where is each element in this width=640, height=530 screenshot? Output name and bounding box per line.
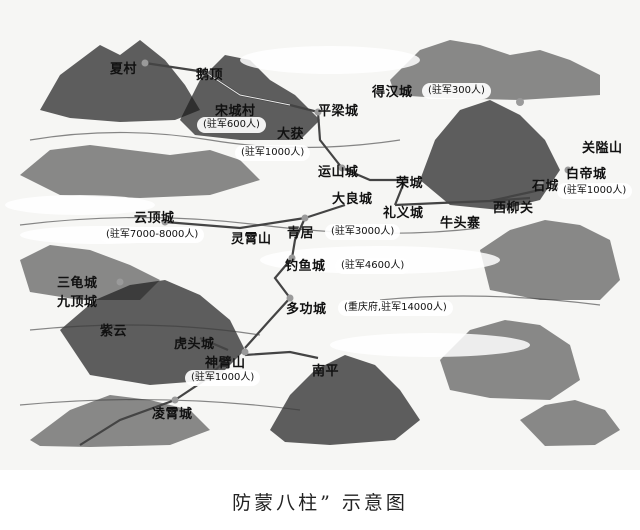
label-niutouzhai: 牛头寨 (440, 216, 481, 231)
garrison-yundingcheng: (驻军7000-8000人) (100, 227, 205, 243)
route-yunshan-rongcheng (341, 166, 405, 182)
marker-qingju (301, 214, 309, 222)
label-rongcheng: 荣城 (396, 176, 424, 191)
label-lingxiaoshan: 灵霄山 (231, 232, 272, 247)
fortress-markers (116, 59, 572, 404)
route-xiacun-eding (144, 61, 206, 74)
garrison-dehancheng: (驻军300人) (422, 83, 491, 99)
garrison-dahuo: (驻军1000人) (235, 145, 311, 161)
marker-diaoyu (288, 254, 296, 262)
mountain-southwest (60, 280, 245, 385)
marker-yunding (161, 218, 169, 226)
route-liyi-xiliu (394, 196, 531, 207)
route-duogong-shenbi (244, 297, 291, 349)
garrison-qingju: (驻军3000人) (325, 224, 401, 240)
label-daliangcheng: 大良城 (332, 192, 373, 207)
mountain-far-southeast (520, 400, 620, 446)
label-shenbishan: 神臂山 (205, 356, 246, 371)
marker-shenbi (241, 348, 249, 356)
label-jiudingcheng: 九顶城 (57, 295, 98, 310)
label-dehancheng: 得汉城 (372, 85, 413, 100)
route-pingliang-yunshan (316, 111, 343, 169)
route-shenbi-nanping (244, 350, 319, 360)
route-qingju-diaoyu (290, 217, 307, 259)
label-baidicheng: 白帝城 (566, 167, 607, 182)
mountain-mid-west (20, 245, 160, 300)
label-zhiyun: 紫云 (100, 324, 128, 339)
garrison-diaoyucheng: (驻军4600人) (335, 258, 411, 274)
label-yundingcheng: 云顶城 (134, 211, 175, 226)
route-rongcheng-liyi (393, 179, 407, 206)
label-yunshancheng: 运山城 (318, 165, 359, 180)
route-hutou-shenbi (199, 336, 229, 352)
garrison-xiaochengcun: (驻军600人) (197, 117, 266, 133)
label-liyicheng: 礼义城 (383, 206, 424, 221)
label-xiaochengcun: 宋城村 (215, 104, 256, 119)
marker-xiacun (141, 59, 149, 67)
label-diaoyucheng: 钓鱼城 (285, 259, 326, 274)
marker-dehan (516, 98, 524, 106)
label-qingju: 青居 (287, 226, 315, 241)
marker-shicheng (536, 179, 544, 187)
defense-routes (79, 61, 541, 446)
mountain-west-band (20, 145, 260, 198)
mountain-northwest (40, 40, 200, 122)
marker-lingxiao (171, 396, 179, 404)
label-eding: 鹅顶 (196, 68, 224, 83)
label-dahuo: 大获 (277, 127, 305, 142)
label-guanyushan: 关隘山 (582, 141, 623, 156)
garrison-shenbishan: (驻军1000人) (185, 370, 261, 386)
label-lingxiaocheng: 凌霄城 (152, 407, 193, 422)
label-xiacun: 夏村 (110, 62, 138, 77)
label-duogongcheng: 多功城 (286, 302, 327, 317)
label-hutoucheng: 虎头城 (174, 337, 215, 352)
route-xiliu-shicheng (489, 188, 541, 203)
mountain-east-ridge (480, 220, 620, 300)
garrison-baidicheng: (驻军1000人) (557, 183, 633, 199)
marker-eding (201, 68, 209, 76)
route-daliang-qingju (304, 203, 346, 220)
route-diaoyu-duogong (273, 257, 293, 299)
marker-sangui (116, 278, 124, 286)
marker-pingliang (314, 108, 322, 116)
marker-baidi (564, 166, 572, 174)
route-yunding-qingju (164, 216, 306, 230)
garrison-duogongcheng: (重庆府,驻军14000人) (338, 300, 453, 316)
label-nanping: 南平 (312, 364, 340, 379)
figure-caption: 防蒙八柱” 示意图 (232, 492, 408, 514)
label-pingliangcheng: 平梁城 (318, 104, 359, 119)
route-lingxiao-south (79, 398, 176, 446)
marker-yunshan (338, 164, 346, 172)
marker-rongcheng (401, 176, 409, 184)
label-xiliuguan: 西柳关 (493, 201, 534, 216)
label-shicheng: 石城 (532, 179, 560, 194)
mountain-east (420, 100, 560, 210)
label-sanguicheng: 三龟城 (57, 276, 98, 291)
mountain-south-center (270, 355, 420, 445)
marker-duogong (286, 294, 294, 302)
ink-painting-map (0, 0, 640, 470)
